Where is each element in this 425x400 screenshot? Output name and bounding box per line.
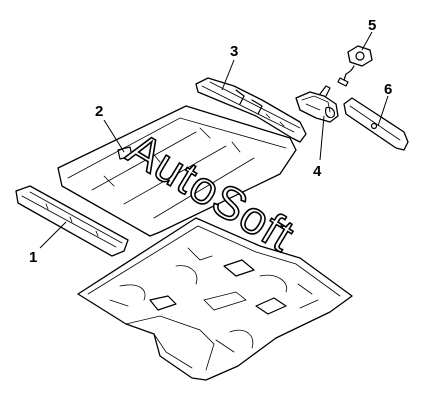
leader-5 — [361, 31, 373, 51]
part-1-front-rail — [15, 185, 129, 257]
callout-3: 3 — [230, 43, 238, 60]
part-2-roof-panel — [57, 105, 297, 237]
callout-4: 4 — [313, 163, 322, 180]
callout-5: 5 — [368, 17, 376, 34]
part-6-lens-cover — [343, 97, 409, 151]
part-3-rear-rail — [195, 77, 307, 143]
callout-1: 1 — [29, 249, 37, 266]
leader-4 — [319, 115, 325, 161]
callout-2: 2 — [95, 103, 103, 120]
leader-3 — [221, 59, 235, 91]
leader-6 — [377, 95, 389, 127]
part-4-console-housing — [295, 85, 339, 123]
leader-1 — [39, 221, 67, 249]
leader-2 — [103, 119, 125, 153]
floor-pan — [77, 217, 353, 381]
callout-6: 6 — [384, 81, 392, 98]
part-5-lamp — [337, 45, 373, 87]
